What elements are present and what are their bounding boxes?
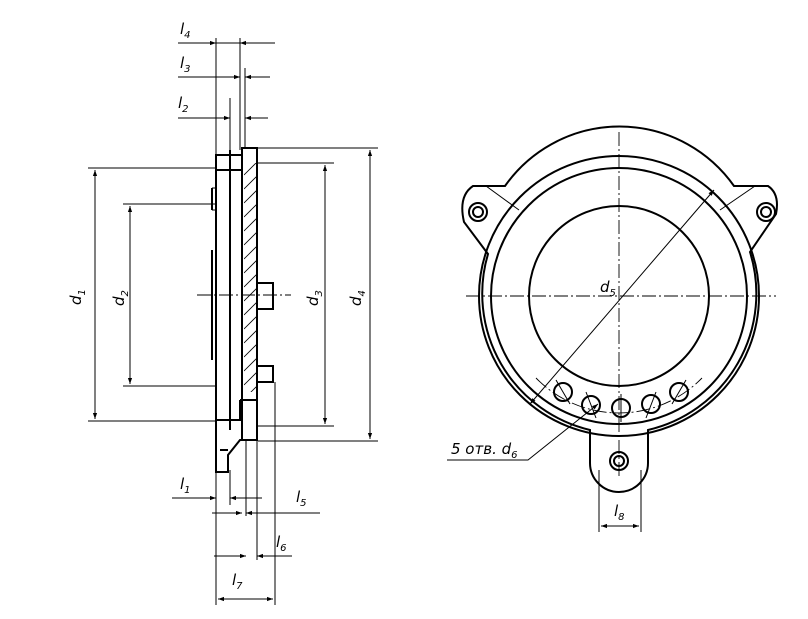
label-l1: l1 (180, 475, 191, 496)
front-outer-flange (461, 125, 778, 493)
side-top-dims (178, 40, 275, 121)
label-d3: d3 (304, 290, 325, 306)
label-l7: l7 (232, 571, 243, 592)
label-d4: d4 (347, 290, 368, 306)
side-bottom-dims (172, 495, 320, 602)
side-hatching (244, 163, 258, 392)
label-d2: d2 (110, 290, 131, 306)
label-l2: l2 (178, 94, 189, 115)
side-diameter-dims (92, 150, 373, 439)
label-l5: l5 (296, 488, 307, 509)
side-extension-lines (88, 38, 378, 605)
side-pin (256, 365, 274, 383)
label-l6: l6 (276, 533, 287, 554)
label-l4: l4 (180, 20, 191, 41)
holes-leader (447, 403, 599, 461)
side-body-outline (211, 147, 274, 516)
side-view: l4 l3 l2 l1 l5 l6 l7 d1 d2 d3 d4 (67, 20, 378, 605)
label-l3: l3 (180, 54, 191, 75)
label-d5: d5 (600, 278, 616, 299)
side-lug (215, 420, 258, 473)
front-ring-inner (490, 167, 748, 425)
front-ring-outer (478, 155, 760, 437)
label-d1: d1 (67, 289, 88, 305)
lug-holes (468, 202, 776, 471)
label-holes-note: 5 отв. d6 (451, 440, 518, 461)
dim-d5-line (529, 189, 715, 405)
side-boss (256, 282, 274, 310)
label-l8: l8 (614, 502, 625, 523)
front-view: d5 5 отв. d6 l8 (447, 125, 778, 532)
